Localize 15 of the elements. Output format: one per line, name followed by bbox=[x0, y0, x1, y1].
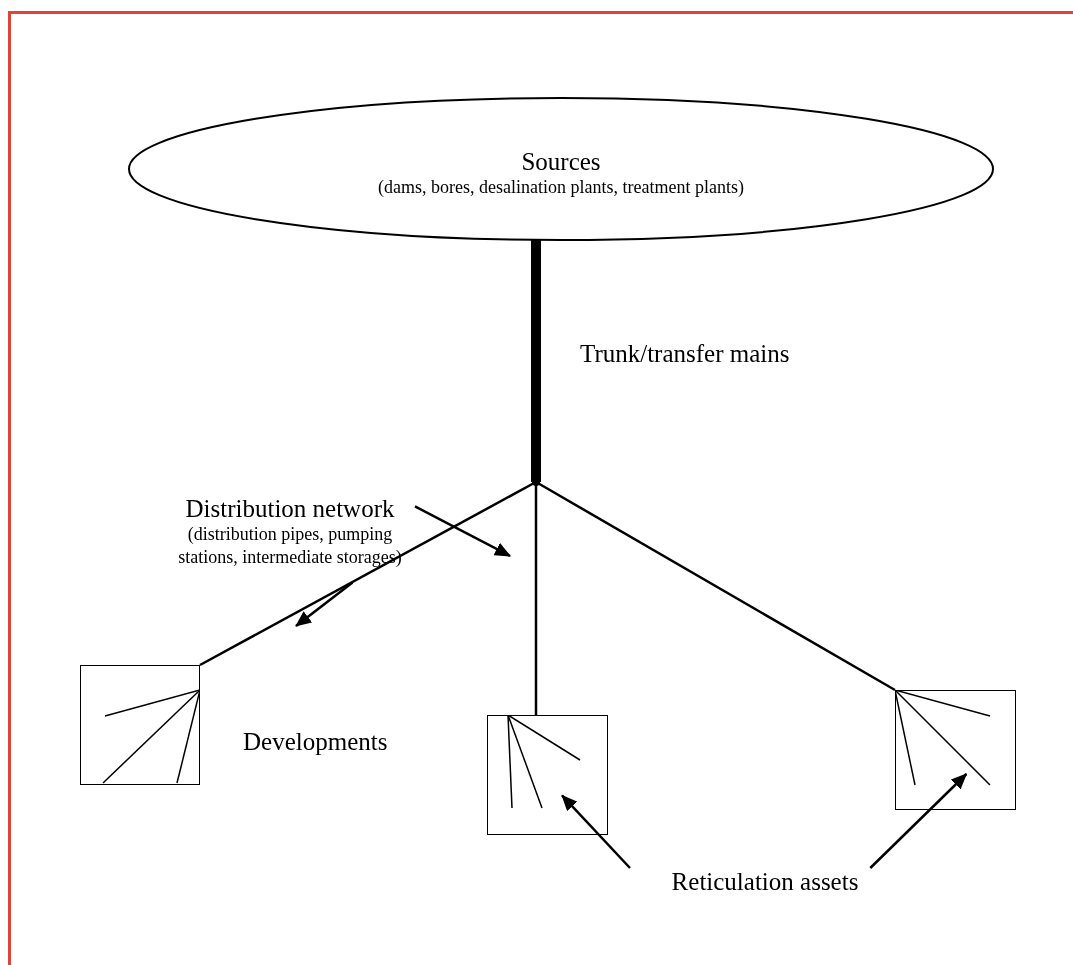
development-box bbox=[487, 715, 608, 835]
pipe-line bbox=[869, 773, 968, 869]
node-title: Sources bbox=[521, 147, 601, 176]
trunk-main-line bbox=[531, 240, 541, 482]
text-label: Developments bbox=[243, 728, 388, 756]
leader-arrow bbox=[295, 581, 354, 627]
development-box bbox=[895, 690, 1016, 810]
pipe-line bbox=[561, 794, 631, 869]
development-box bbox=[80, 665, 200, 785]
callout-text: Reticulation assets bbox=[670, 868, 860, 896]
callout-text: Distribution network bbox=[184, 495, 396, 523]
node-subtitle: (dams, bores, desalination plants, treatment plants) bbox=[378, 175, 744, 199]
text-label: Trunk/transfer mains bbox=[580, 340, 790, 368]
node-subtitle: (distribution pipes, pumping stations, intermediate storages) bbox=[177, 523, 403, 568]
leader-arrow bbox=[414, 505, 511, 558]
